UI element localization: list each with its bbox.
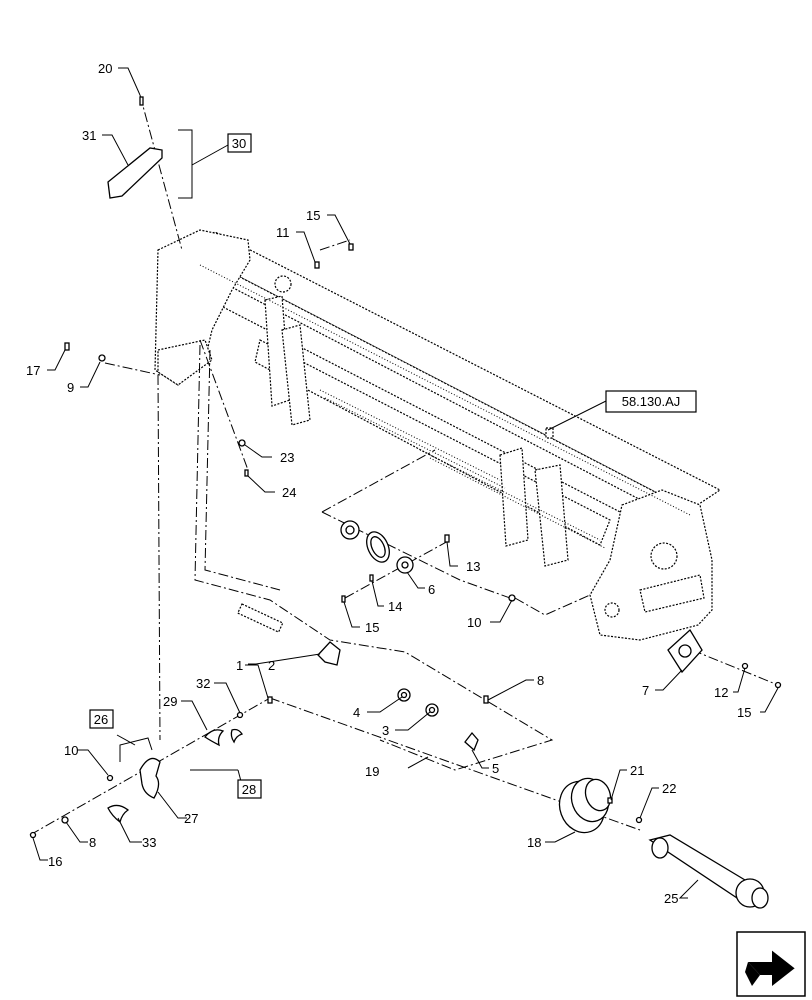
callout-7: 7 bbox=[642, 683, 649, 698]
callout-11: 11 bbox=[276, 225, 290, 240]
part-31-cover-plate bbox=[107, 147, 163, 199]
ref-box-58-130-aj[interactable]: 58.130.AJ bbox=[547, 390, 697, 431]
callout-27: 27 bbox=[184, 811, 198, 826]
callout-10b: 10 bbox=[64, 743, 78, 758]
next-page-arrow-icon[interactable] bbox=[736, 931, 806, 997]
part-7-bearing-flange bbox=[667, 628, 703, 674]
part-4-bushing bbox=[397, 688, 411, 702]
callout-12: 12 bbox=[714, 685, 728, 700]
part-sprocket bbox=[340, 520, 360, 540]
part-6-gear bbox=[396, 556, 414, 574]
callout-6: 6 bbox=[428, 582, 435, 597]
callout-leaders bbox=[32, 67, 779, 899]
part-27-collar bbox=[139, 757, 161, 799]
part-5-clip bbox=[464, 731, 479, 752]
part-29-collar bbox=[204, 729, 225, 747]
callout-24: 24 bbox=[282, 485, 296, 500]
callout-8b: 8 bbox=[89, 835, 96, 850]
callout-9: 9 bbox=[67, 380, 74, 395]
callout-25: 25 bbox=[664, 891, 678, 906]
callout-21: 21 bbox=[630, 763, 644, 778]
callout-15b: 15 bbox=[365, 620, 379, 635]
callout-17: 17 bbox=[26, 363, 40, 378]
callout-15: 15 bbox=[306, 208, 320, 223]
callout-22: 22 bbox=[662, 781, 676, 796]
callout-10: 10 bbox=[467, 615, 481, 630]
callout-13: 13 bbox=[466, 559, 480, 574]
group-box-28[interactable]: 28 bbox=[237, 779, 262, 799]
group-label-28: 28 bbox=[242, 782, 256, 797]
group-brackets bbox=[116, 129, 243, 786]
callout-3: 3 bbox=[382, 723, 389, 738]
part-chain-ring bbox=[366, 531, 390, 563]
callout-5: 5 bbox=[492, 761, 499, 776]
callout-14: 14 bbox=[388, 599, 402, 614]
callout-31: 31 bbox=[82, 128, 96, 143]
group-box-26[interactable]: 26 bbox=[89, 709, 114, 729]
callout-1: 1 bbox=[236, 658, 243, 673]
callout-numbers: 20 31 11 15 17 9 23 24 13 6 14 15 10 7 1… bbox=[26, 61, 751, 906]
group-box-30[interactable]: 30 bbox=[227, 133, 252, 153]
reference-label: 58.130.AJ bbox=[622, 394, 681, 409]
part-33-half-ring bbox=[107, 804, 130, 824]
callout-19: 19 bbox=[365, 764, 379, 779]
part-2-bracket bbox=[317, 641, 341, 666]
part-18-drum bbox=[558, 777, 612, 834]
callout-2: 2 bbox=[268, 658, 275, 673]
header-frame bbox=[154, 229, 722, 641]
callout-29: 29 bbox=[163, 694, 177, 709]
group-label-30: 30 bbox=[232, 136, 246, 151]
callout-33: 33 bbox=[142, 835, 156, 850]
part-25-drive-shaft bbox=[648, 834, 769, 909]
callout-16: 16 bbox=[48, 854, 62, 869]
callout-15c: 15 bbox=[737, 705, 751, 720]
callout-20: 20 bbox=[98, 61, 112, 76]
callout-18: 18 bbox=[527, 835, 541, 850]
group-label-26: 26 bbox=[94, 712, 108, 727]
callout-4: 4 bbox=[353, 705, 360, 720]
callout-23: 23 bbox=[280, 450, 294, 465]
callout-8: 8 bbox=[537, 673, 544, 688]
callout-32: 32 bbox=[196, 676, 210, 691]
